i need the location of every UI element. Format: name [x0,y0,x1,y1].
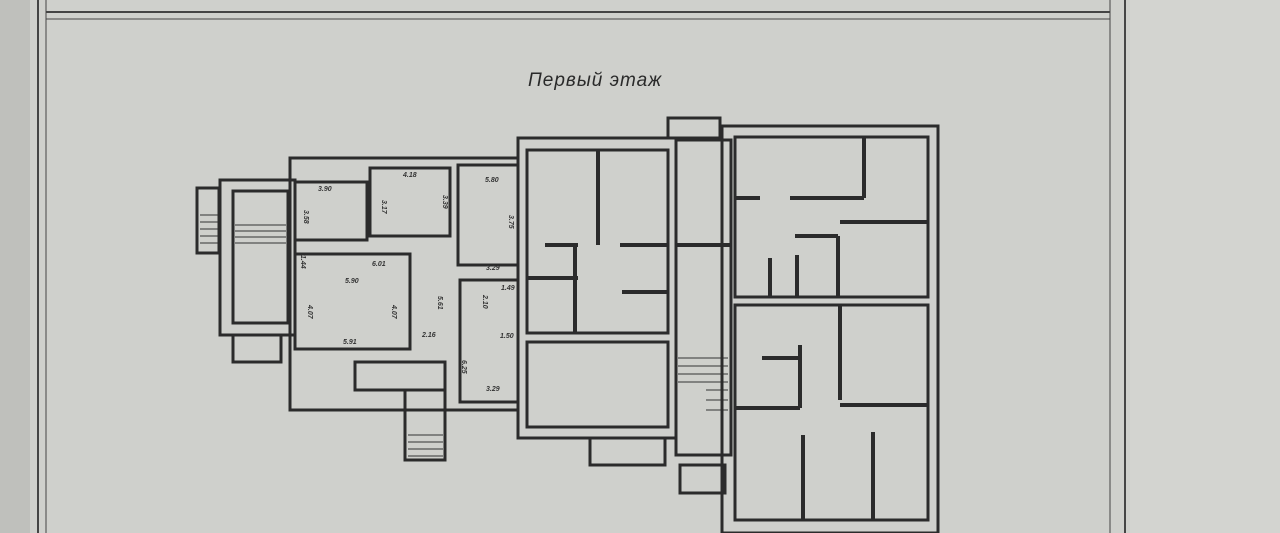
dim-label: 4.07 [390,304,397,320]
dim-label: 3.39 [441,195,448,209]
dim-label: 1.44 [299,255,306,269]
dim-label: 5.90 [345,278,359,285]
dim-label: 2.10 [481,294,488,309]
dim-label: 3.29 [486,386,500,393]
dim-label: 3.90 [318,186,332,193]
east-wing [720,124,940,533]
dim-label: 3.17 [380,200,387,215]
dim-label: 5.61 [436,296,443,310]
dim-label: 6.01 [372,261,386,268]
dimension-labels: 3.90 3.58 3.17 4.18 3.39 5.80 3.75 1.44 … [299,172,515,393]
dim-label: 3.58 [302,210,309,224]
dim-label: 4.18 [402,172,417,179]
dim-label: 1.50 [500,333,514,340]
dim-label: 3.75 [507,215,514,229]
dim-label: 1.49 [501,285,515,292]
floor-title: Первый этаж [528,70,663,91]
dim-label: 2.16 [421,332,436,339]
dim-label: 3.29 [486,265,500,272]
dim-label: 6.25 [460,360,467,374]
dim-label: 4.07 [306,304,313,320]
west-wing [195,156,520,462]
dim-label: 5.80 [485,177,499,184]
dim-label: 5.91 [343,339,357,346]
